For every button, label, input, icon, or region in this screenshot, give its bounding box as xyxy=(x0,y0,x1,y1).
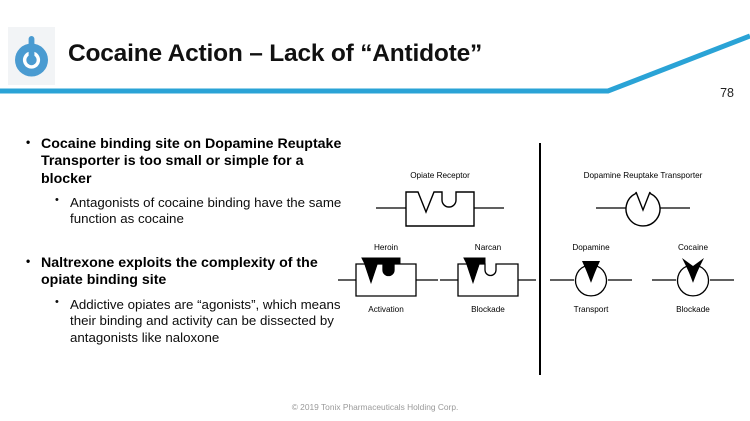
tonix-logo xyxy=(8,27,55,85)
narcan-label: Narcan xyxy=(475,243,502,252)
cocaine-figure: Cocaine Blockade xyxy=(652,243,734,314)
heroin-figure: Heroin Activation xyxy=(338,243,438,314)
opiate-receptor-shape xyxy=(405,191,475,227)
receptor-body xyxy=(457,263,519,297)
bullet-level1-2: Naltrexone exploits the complexity of th… xyxy=(24,254,344,290)
cocaine-ligand xyxy=(682,258,704,281)
dat-shape xyxy=(625,191,661,227)
transporter-body xyxy=(574,264,608,297)
dopamine-figure: Dopamine Transport xyxy=(550,243,632,314)
bullet-level2-2: Addictive opiates are “agonists”, which … xyxy=(54,296,344,346)
receptor-diagram: Opiate Receptor Heroin Activation Na xyxy=(338,130,750,390)
heroin-ligand xyxy=(361,257,401,284)
heroin-outcome-label: Activation xyxy=(368,305,404,314)
page-title: Cocaine Action – Lack of “Antidote” xyxy=(68,40,483,67)
copyright-footer: © 2019 Tonix Pharmaceuticals Holding Cor… xyxy=(291,402,459,412)
heroin-label: Heroin xyxy=(374,243,399,252)
bullet-level2-1: Antagonists of cocaine binding have the … xyxy=(54,194,344,228)
power-button-logo-icon xyxy=(15,36,48,77)
dat-panel: Dopamine Reuptake Transporter xyxy=(584,171,703,227)
cocaine-label: Cocaine xyxy=(678,243,708,252)
narcan-ligand xyxy=(463,257,486,284)
dopamine-label: Dopamine xyxy=(572,243,610,252)
bullet-list: Cocaine binding site on Dopamine Reuptak… xyxy=(24,135,344,346)
bullet-level1-1: Cocaine binding site on Dopamine Reuptak… xyxy=(24,135,344,188)
narcan-figure: Narcan Blockade xyxy=(440,243,536,314)
dat-label: Dopamine Reuptake Transporter xyxy=(584,171,703,180)
dopamine-ligand xyxy=(582,261,600,281)
opiate-receptor-panel: Opiate Receptor xyxy=(376,171,504,227)
transporter-body xyxy=(676,264,710,297)
page-number: 78 xyxy=(720,86,734,100)
dopamine-outcome-label: Transport xyxy=(574,305,609,314)
narcan-outcome-label: Blockade xyxy=(471,305,505,314)
opiate-receptor-label: Opiate Receptor xyxy=(410,171,470,180)
receptor-diagram-svg: Opiate Receptor Heroin Activation Na xyxy=(338,143,734,375)
cocaine-outcome-label: Blockade xyxy=(676,305,710,314)
